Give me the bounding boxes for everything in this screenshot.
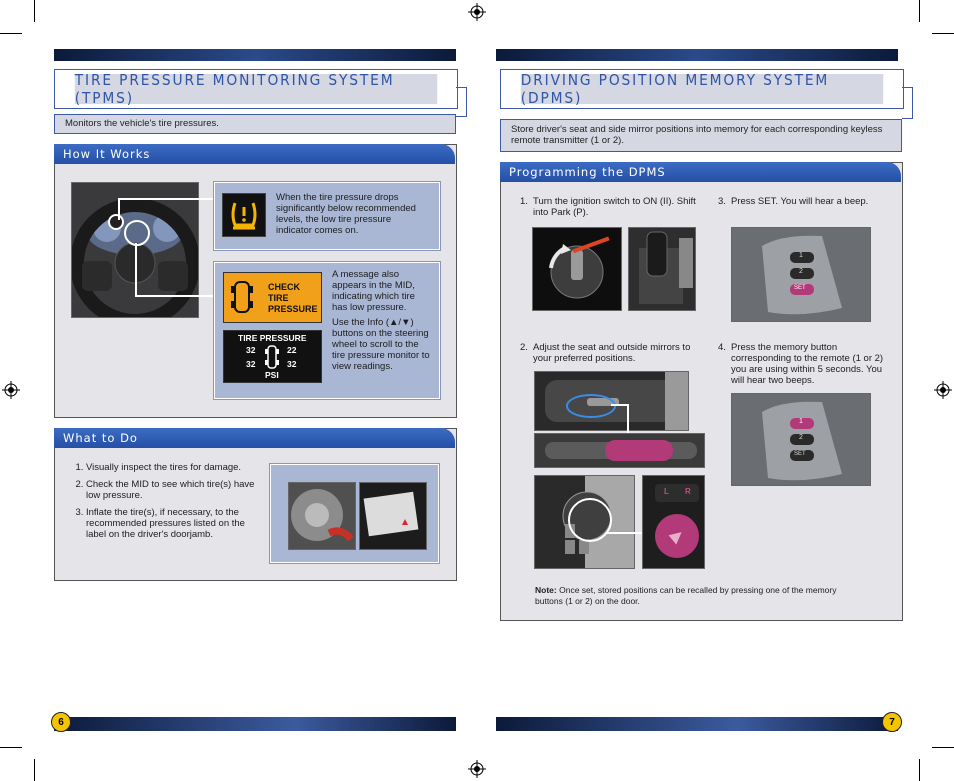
callout-connector (611, 404, 629, 437)
callout-text: Use the Info (▲/▼) buttons on the steeri… (332, 317, 430, 372)
mid-check-line: CHECK (268, 282, 301, 292)
crop-mark (919, 759, 920, 781)
set-button-label: SET (794, 285, 806, 291)
page-title-box: TIRE PRESSURE MONITORING SYSTEM (TPMS) (54, 69, 458, 109)
registration-mark-icon (468, 760, 486, 778)
registration-mark-icon (934, 381, 952, 399)
crop-mark (919, 0, 920, 22)
tire-inflation-photo (288, 482, 356, 550)
memory-button-1-label: 1 (799, 418, 803, 425)
mid-pointer-dot (124, 220, 150, 246)
crop-mark (0, 33, 22, 34)
list-item: Visually inspect the tires for damage. (86, 462, 258, 473)
intro-text: Monitors the vehicle's tire pressures. (54, 114, 456, 134)
callout-text: When the tire pressure drops significant… (276, 192, 416, 236)
step-2-text: Adjust the seat and outside mirrors to y… (533, 342, 691, 364)
seat-switch-closeup-photo (534, 433, 705, 468)
mirror-label-l: L (664, 487, 669, 496)
memory-button-2-label: 2 (799, 434, 803, 441)
note: Note: Once set, stored positions can be … (535, 585, 865, 607)
tpms-indicator-callout: When the tire pressure drops significant… (213, 181, 441, 251)
bottom-bar (496, 717, 898, 731)
tpms-warning-icon (222, 193, 266, 237)
indicator-pointer-dot (108, 214, 124, 230)
crop-mark (34, 759, 35, 781)
callout-connector (135, 243, 137, 295)
step-3-text: Press SET. You will hear a beep. (731, 196, 869, 207)
callout-text: A message also appears in the MID, indic… (332, 269, 415, 313)
mirror-switch-closeup-photo: L R (642, 475, 705, 569)
mirror-pointer-circle (568, 498, 612, 542)
tire-value-rr: 32 (287, 359, 297, 369)
ignition-switch-photo (532, 227, 622, 311)
mirror-label-r: R (685, 487, 691, 496)
shift-lever-photo (628, 227, 696, 311)
title-bracket (456, 87, 467, 117)
callout-connector (606, 520, 646, 534)
crop-mark (932, 747, 954, 748)
step-4-text: Press the memory button corresponding to… (731, 342, 884, 386)
memory-button-2-label: 2 (799, 268, 803, 275)
bottom-bar (54, 717, 456, 731)
crop-mark (34, 0, 35, 22)
step-number: 4. (718, 342, 726, 353)
mid-message-callout: CHECK TIRE PRESSURE TIRE PRESSURE 32 22 … (213, 261, 441, 400)
crop-mark (0, 747, 22, 748)
page-title-box: DRIVING POSITION MEMORY SYSTEM (DPMS) (500, 69, 904, 109)
seat-pointer-circle (566, 394, 616, 418)
car-outline-icon (231, 281, 253, 313)
memory-buttons-1-photo: 1 2 SET (731, 393, 871, 486)
list-item: Inflate the tire(s), if necessary, to th… (86, 507, 258, 540)
page-number: 6 (51, 712, 71, 732)
how-it-works-tab: How It Works (54, 144, 455, 164)
mid-check-line: TIRE (268, 293, 289, 303)
list-item: Check the MID to see which tire(s) have … (86, 479, 258, 501)
page-title: TIRE PRESSURE MONITORING SYSTEM (TPMS) (74, 71, 438, 107)
memory-button-1-label: 1 (799, 252, 803, 259)
registration-mark-icon (2, 381, 20, 399)
tire-value-fl: 32 (246, 345, 256, 355)
callout-connector (118, 198, 216, 220)
programming-tab: Programming the DPMS (500, 162, 901, 182)
tire-value-rl: 32 (246, 359, 256, 369)
top-bar (496, 49, 898, 61)
doorjamb-label-photo (359, 482, 427, 550)
mid-readout-title: TIRE PRESSURE (238, 333, 307, 343)
note-text: Once set, stored positions can be recall… (535, 585, 837, 606)
car-outline-icon (265, 345, 279, 369)
page-title: DRIVING POSITION MEMORY SYSTEM (DPMS) (520, 71, 884, 107)
memory-buttons-set-photo: 1 2 SET (731, 227, 871, 322)
mid-pressure-display: TIRE PRESSURE 32 22 32 32 PSI (223, 330, 322, 383)
step-number: 2. (520, 342, 528, 353)
mid-unit: PSI (265, 370, 279, 380)
what-to-do-steps: Visually inspect the tires for damage. C… (70, 462, 258, 546)
tire-value-fr: 22 (287, 345, 297, 355)
page-number: 7 (882, 712, 902, 732)
mid-check-display: CHECK TIRE PRESSURE (223, 272, 322, 323)
step-number: 3. (718, 196, 726, 207)
callout-connector (135, 295, 213, 297)
crop-mark (932, 33, 954, 34)
mid-check-line: PRESSURE (268, 304, 318, 314)
set-button-label: SET (794, 451, 806, 457)
step-1-text: Turn the ignition switch to ON (II). Shi… (533, 196, 696, 218)
inspect-photos-box (269, 463, 440, 564)
title-bracket (902, 87, 913, 119)
registration-mark-icon (468, 3, 486, 21)
top-bar (54, 49, 456, 61)
note-label: Note: (535, 585, 557, 595)
intro-text: Store driver's seat and side mirror posi… (500, 119, 902, 152)
what-to-do-tab: What to Do (54, 428, 455, 448)
step-number: 1. (520, 196, 528, 207)
